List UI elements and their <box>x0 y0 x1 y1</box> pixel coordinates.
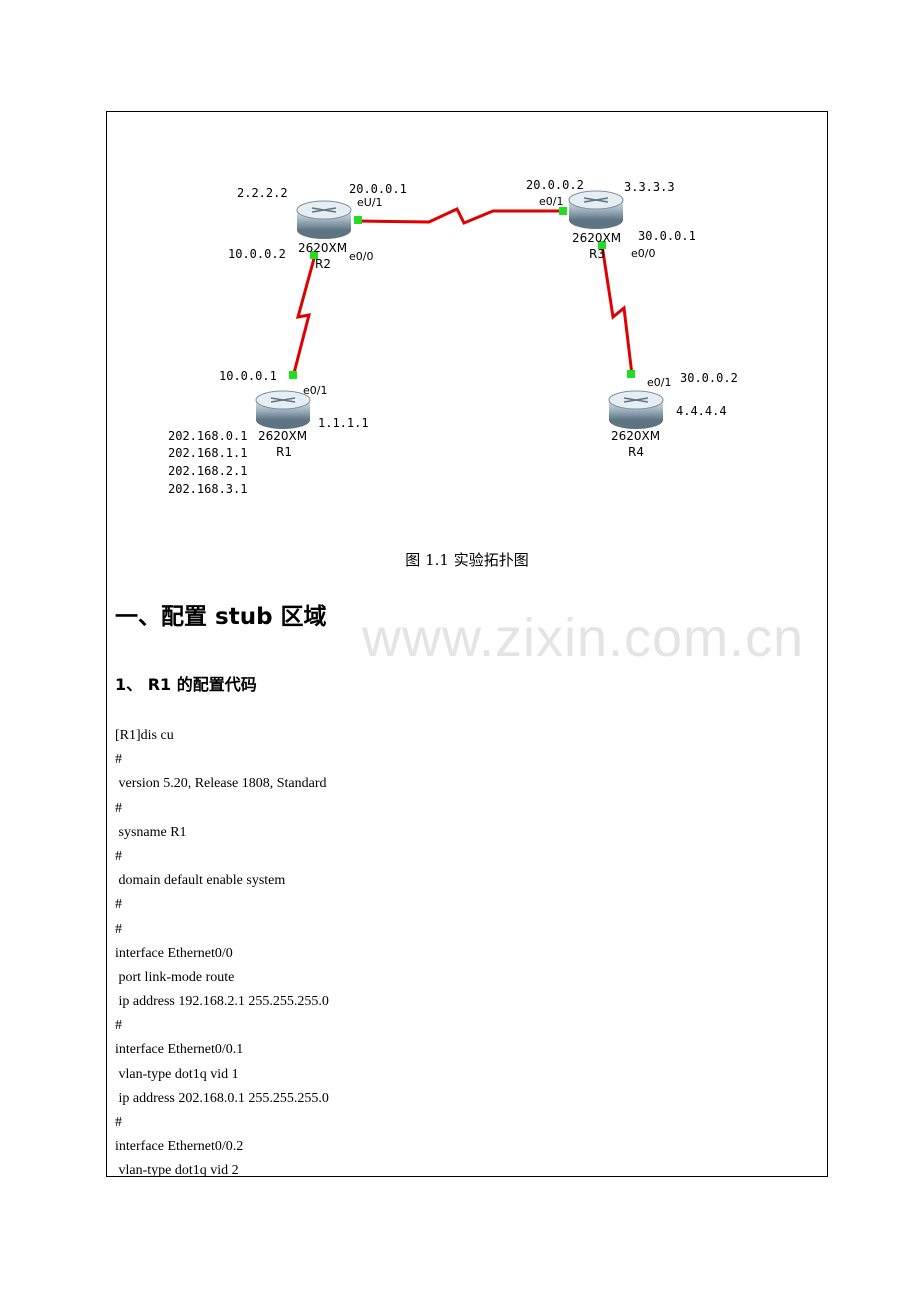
r3-e00-ip: 30.0.0.1 <box>638 229 696 243</box>
r1-net-3: 202.168.3.1 <box>168 482 247 496</box>
port-r1-e01 <box>289 371 297 379</box>
code-line: ip address 202.168.0.1 255.255.255.0 <box>115 1090 329 1106</box>
link-r3-r4 <box>600 244 634 376</box>
router-r3[interactable] <box>568 190 624 229</box>
port-r2-e01 <box>354 216 362 224</box>
r2-model: 2620XM <box>298 241 347 255</box>
port-r3-e00 <box>598 241 606 249</box>
r1-loopback: 1.1.1.1 <box>318 416 369 430</box>
subsection-heading: 1、 R1 的配置代码 <box>115 675 257 694</box>
topology-diagram: 2620XM R2 2.2.2.2 2620XM R3 3.3.3.3 2620… <box>168 178 738 496</box>
r2-e01-if: eU/1 <box>357 196 383 209</box>
r3-e01-ip: 20.0.0.2 <box>526 178 584 192</box>
r2-e01-ip: 20.0.0.1 <box>349 182 407 196</box>
r3-e01-if: e0/1 <box>539 195 563 208</box>
r1-e01-ip: 10.0.0.1 <box>219 369 277 383</box>
r3-e00-if: e0/0 <box>631 247 655 260</box>
code-line: # <box>115 800 122 816</box>
figure-caption: 图 1.1 实验拓扑图 <box>405 551 529 569</box>
router-r1[interactable] <box>255 390 311 429</box>
r4-e01-ip: 30.0.0.2 <box>680 371 738 385</box>
watermark: www.zixin.com.cn <box>362 608 805 668</box>
code-line: sysname R1 <box>115 824 187 840</box>
r1-net-0: 202.168.0.1 <box>168 429 247 443</box>
router-r2[interactable] <box>296 200 352 239</box>
port-r2-e00 <box>310 251 318 259</box>
r1-name: R1 <box>276 445 292 459</box>
r2-e00-ip: 10.0.0.2 <box>228 247 286 261</box>
code-line: port link-mode route <box>115 969 235 985</box>
code-line: # <box>115 921 122 937</box>
code-line: domain default enable system <box>115 873 286 889</box>
r1-net-1: 202.168.1.1 <box>168 446 247 460</box>
r1-model: 2620XM <box>258 429 307 443</box>
link-r2-r3 <box>357 207 563 225</box>
r1-e01-if: e0/1 <box>303 384 327 397</box>
r4-e01-if: e0/1 <box>647 376 671 389</box>
r4-loopback: 4.4.4.4 <box>676 404 727 418</box>
code-line: ip address 192.168.2.1 255.255.255.0 <box>115 994 329 1010</box>
port-r4-e01 <box>627 370 635 378</box>
code-line: # <box>115 1115 122 1130</box>
code-line: # <box>115 897 122 913</box>
r4-name: R4 <box>628 445 644 459</box>
port-r3-e01 <box>559 207 567 215</box>
r3-loopback: 3.3.3.3 <box>624 180 675 194</box>
link-r2-r1 <box>291 254 317 378</box>
code-line: # <box>115 1018 122 1034</box>
code-line: interface Ethernet0/0 <box>115 945 233 961</box>
r3-name: R3 <box>589 247 605 261</box>
code-line: # <box>115 848 122 864</box>
code-line: interface Ethernet0/0.1 <box>115 1042 244 1058</box>
r3-model: 2620XM <box>572 231 621 245</box>
section-heading: 一、配置 stub 区域 <box>115 604 327 630</box>
r2-name: R2 <box>315 257 331 271</box>
code-line: vlan-type dot1q vid 2 <box>115 1163 239 1177</box>
code-line: interface Ethernet0/0.2 <box>115 1139 244 1155</box>
config-code: [R1]dis cu # version 5.20, Release 1808, … <box>115 724 329 1177</box>
r2-e00-if: e0/0 <box>349 250 373 263</box>
r2-loopback: 2.2.2.2 <box>237 186 288 200</box>
code-line: # <box>115 752 122 768</box>
router-r4[interactable] <box>608 390 664 429</box>
code-line: vlan-type dot1q vid 1 <box>115 1066 239 1082</box>
document-frame: 2620XM R2 2.2.2.2 2620XM R3 3.3.3.3 2620… <box>106 111 828 1177</box>
code-line: version 5.20, Release 1808, Standard <box>115 776 327 792</box>
r1-net-2: 202.168.2.1 <box>168 464 247 478</box>
code-line: [R1]dis cu <box>115 728 174 743</box>
r4-model: 2620XM <box>611 429 660 443</box>
